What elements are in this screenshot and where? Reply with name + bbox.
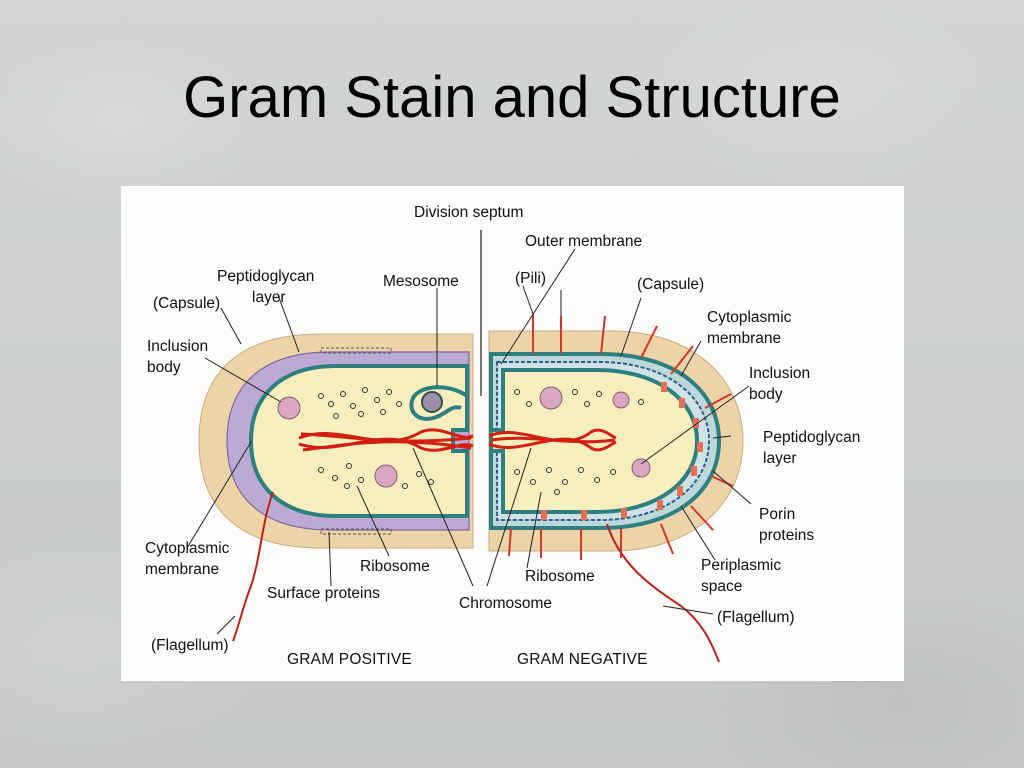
label-pili: (Pili) xyxy=(515,270,546,287)
label-cytoplasmic-membrane-r1: Cytoplasmic xyxy=(707,309,792,326)
porin-proteins xyxy=(541,382,703,520)
mesosome xyxy=(409,385,469,421)
label-chromosome: Chromosome xyxy=(459,595,552,612)
inclusion-body-positive xyxy=(277,396,301,420)
pili xyxy=(508,314,734,560)
flagellum-positive xyxy=(232,491,274,642)
label-peptidoglycan-layer-l1: Peptidoglycan xyxy=(217,268,314,285)
diagram-panel: Division septum Outer membrane Peptidogl… xyxy=(121,186,904,681)
label-peptidoglycan-layer-l2: layer xyxy=(252,289,286,306)
leader-lines xyxy=(186,248,752,635)
surface-proteins-bottom xyxy=(320,528,392,535)
label-gram-positive: GRAM POSITIVE xyxy=(287,651,412,668)
label-division-septum: Division septum xyxy=(414,204,523,221)
label-porin-l1: Porin xyxy=(759,506,795,523)
label-flagellum-right: (Flagellum) xyxy=(717,609,795,626)
chromosome-negative xyxy=(488,428,617,452)
label-cytoplasmic-membrane-l1: Cytoplasmic xyxy=(145,540,230,557)
flagellum-negative xyxy=(606,523,720,663)
label-mesosome: Mesosome xyxy=(383,273,459,290)
bacteria-diagram: Division septum Outer membrane Peptidogl… xyxy=(145,204,860,668)
label-surface-proteins: Surface proteins xyxy=(267,585,380,602)
label-inclusion-body-l1: Inclusion xyxy=(147,338,208,355)
label-inclusion-body-r1: Inclusion xyxy=(749,365,810,382)
inclusion-body-negative xyxy=(539,386,563,410)
label-periplasmic-l1: Periplasmic xyxy=(701,557,781,574)
label-inclusion-body-r2: body xyxy=(749,386,783,403)
ribosomes xyxy=(318,387,644,495)
label-periplasmic-l2: space xyxy=(701,578,742,595)
label-cytoplasmic-membrane-r2: membrane xyxy=(707,330,781,347)
label-ribosome-right: Ribosome xyxy=(525,568,595,585)
label-inclusion-body-l2: body xyxy=(147,359,181,376)
inclusion-body-negative-3 xyxy=(612,391,630,409)
label-gram-negative: GRAM NEGATIVE xyxy=(517,651,648,668)
label-cytoplasmic-membrane-l2: membrane xyxy=(145,561,219,578)
label-porin-l2: proteins xyxy=(759,527,814,544)
mesosome-core xyxy=(421,391,443,413)
inclusion-body-positive-2 xyxy=(374,464,398,488)
chromosome-positive xyxy=(298,428,474,452)
surface-proteins-top xyxy=(320,347,392,354)
slide-title: Gram Stain and Structure xyxy=(183,65,841,130)
label-peptidoglycan-r2: layer xyxy=(763,450,797,467)
label-capsule-left: (Capsule) xyxy=(153,295,220,312)
inclusion-body-negative-2 xyxy=(631,458,651,478)
label-flagellum-left: (Flagellum) xyxy=(151,637,229,654)
label-capsule-right: (Capsule) xyxy=(637,276,704,293)
label-ribosome-left: Ribosome xyxy=(360,558,430,575)
label-peptidoglycan-r1: Peptidoglycan xyxy=(763,429,860,446)
label-outer-membrane: Outer membrane xyxy=(525,233,642,250)
